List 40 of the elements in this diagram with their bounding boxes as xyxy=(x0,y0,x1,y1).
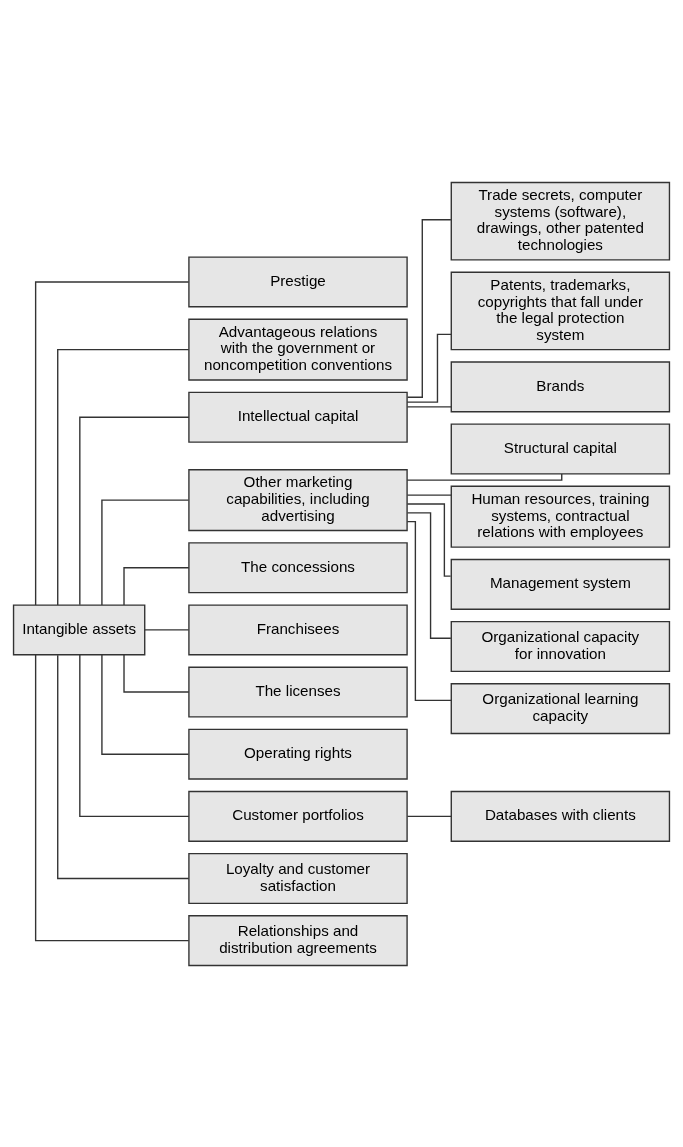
connector xyxy=(123,566,190,606)
connector xyxy=(406,511,452,639)
connector xyxy=(79,653,190,817)
node-box: Databases with clients xyxy=(450,790,671,842)
node-box: Trade secrets, computer systems (software), drawings, other patented technologies xyxy=(450,181,671,261)
node-box: Intellectual capital xyxy=(188,391,408,443)
connector xyxy=(406,520,452,701)
connector xyxy=(34,653,190,941)
node-box: Advantageous relations with the government or noncompetition conventions xyxy=(188,318,408,381)
node-box: Organizational capacity for innovation xyxy=(450,620,671,672)
connector xyxy=(406,493,452,496)
node-box: Organizational learning capacity xyxy=(450,682,671,734)
connector xyxy=(406,815,452,817)
node-box: Customer portfolios xyxy=(188,790,408,842)
node-box: Human resources, training systems, contractual relations with employees xyxy=(450,485,671,548)
node-box: Management system xyxy=(450,558,671,610)
node-box: Franchisees xyxy=(188,603,408,655)
connector xyxy=(101,498,190,606)
node-box: Operating rights xyxy=(188,728,408,780)
node-box: The concessions xyxy=(188,541,408,593)
node-box: Patents, trademarks, copyrights that fall under the legal protection system xyxy=(450,271,671,350)
node-box: Brands xyxy=(450,360,671,412)
node-box: Loyalty and customer satisfaction xyxy=(188,852,408,904)
node-box: Prestige xyxy=(188,255,408,307)
connector xyxy=(144,628,190,631)
connector xyxy=(406,218,452,398)
connector xyxy=(406,502,452,577)
connector xyxy=(406,472,563,481)
node-box: Structural capital xyxy=(450,423,671,475)
connector xyxy=(406,405,452,408)
node-box: Intangible assets xyxy=(12,603,146,655)
connector xyxy=(57,348,190,606)
connector xyxy=(123,653,190,693)
node-box: The licenses xyxy=(188,666,408,718)
node-box: Other marketing capabilities, including advertising xyxy=(188,468,408,531)
connector xyxy=(34,280,190,606)
node-box: Relationships and distribution agreements xyxy=(188,914,408,966)
connector xyxy=(101,653,190,755)
connector xyxy=(79,416,190,605)
connector xyxy=(57,653,190,879)
